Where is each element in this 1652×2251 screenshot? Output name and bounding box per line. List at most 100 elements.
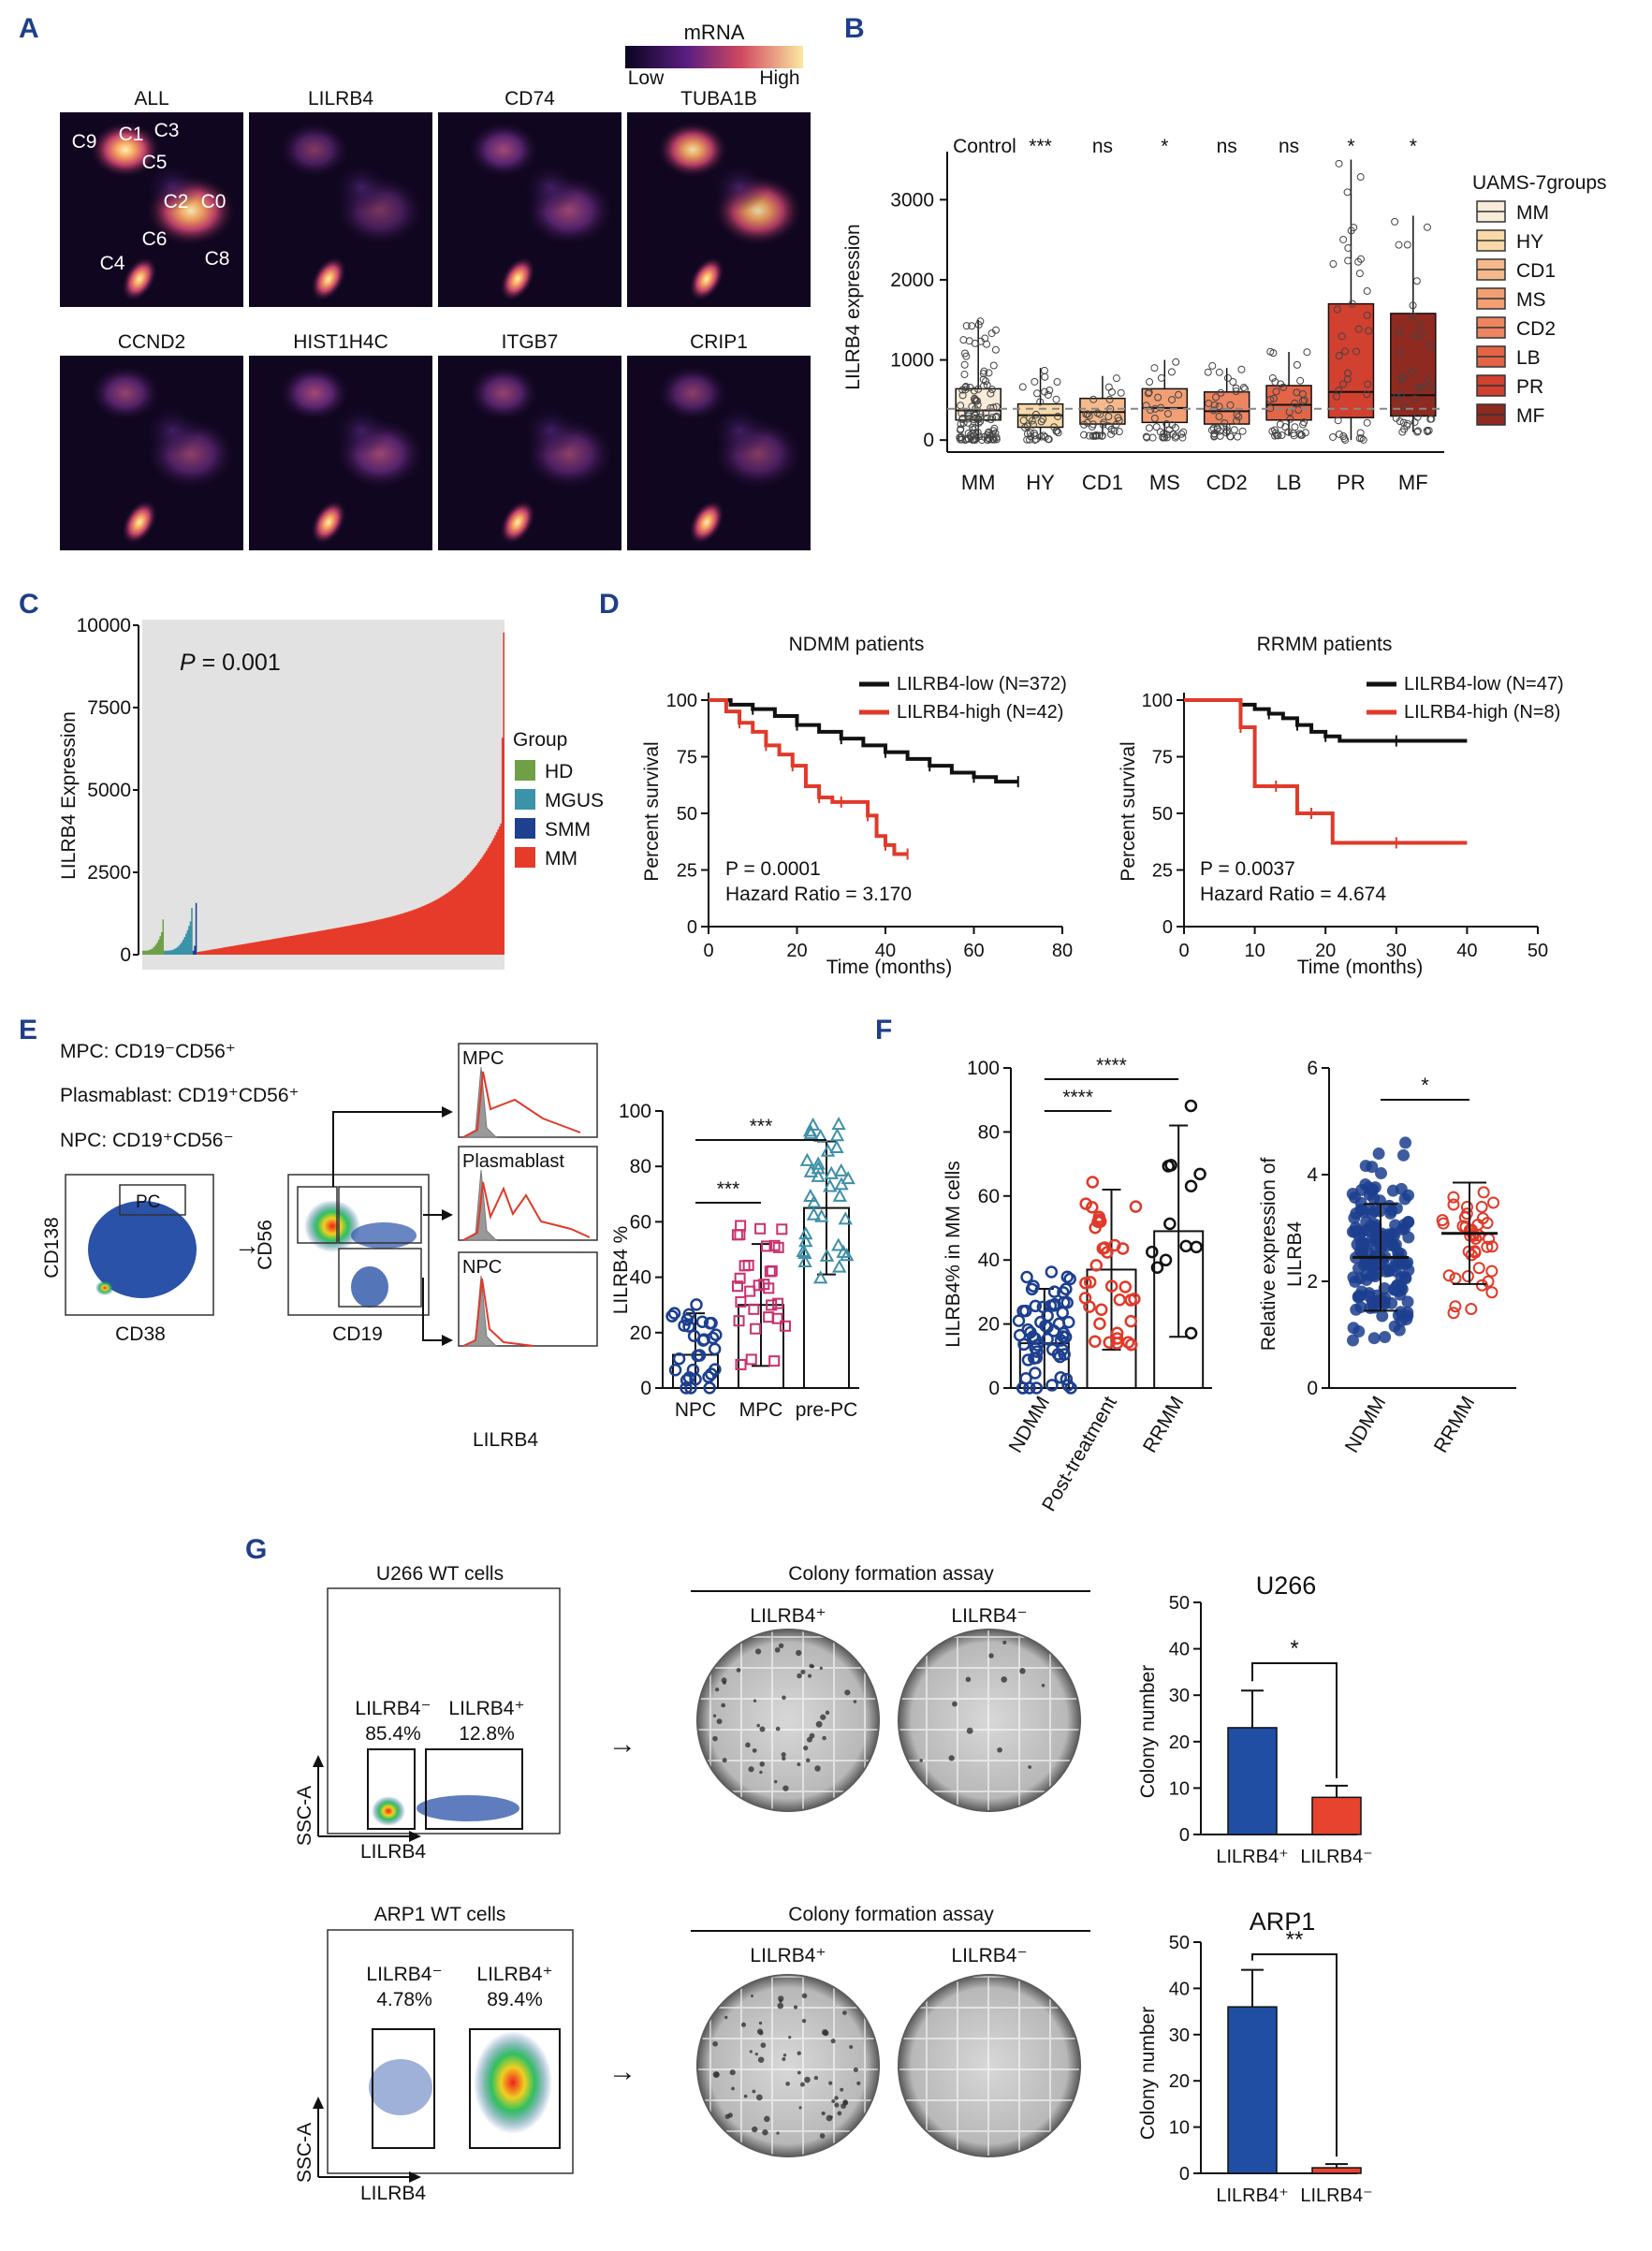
b-point — [988, 414, 997, 422]
b-point — [957, 425, 965, 433]
b-point — [1089, 395, 1098, 403]
b-point — [1223, 427, 1232, 435]
g-top-bar-ylabel: Colony number — [1137, 1665, 1159, 1798]
g-top-well-neg-label: LILRB4⁻ — [951, 1605, 1027, 1627]
F-left-point — [1030, 1381, 1044, 1395]
g-top-well-pos-label: LILRB4⁺ — [750, 1605, 826, 1627]
e-hist-label-npc: NPC — [462, 1257, 502, 1278]
d-left-ylabel: Percent survival — [641, 741, 663, 881]
f-right-sig: * — [1421, 1074, 1429, 1097]
f-right-point — [1359, 1160, 1372, 1173]
b-point — [1233, 417, 1241, 425]
E-bar-point — [807, 1194, 822, 1208]
E-bar-point — [779, 1320, 791, 1332]
f-right-point — [1447, 1198, 1460, 1211]
f-right-point — [1481, 1240, 1494, 1253]
b-point — [1033, 389, 1042, 398]
F-left-point — [1092, 1210, 1106, 1224]
F-left-ytick-label: 100 — [967, 1058, 1000, 1079]
E-bar-point — [690, 1298, 703, 1311]
b-legend-label-cd2: CD2 — [1516, 318, 1556, 340]
c-legend-swatch — [515, 789, 535, 810]
e-sig-2: *** — [717, 1178, 740, 1200]
b-point — [1425, 342, 1434, 350]
e-flow2-plasmablast-cloud — [351, 1222, 417, 1249]
tile-title-hist1h4c: HIST1H4C — [293, 331, 388, 353]
b-point — [968, 322, 976, 330]
c-ytick-label: 2500 — [87, 862, 131, 884]
g-colony-dot — [716, 1718, 723, 1725]
tile-title-ccnd2: CCND2 — [118, 331, 185, 353]
b-point — [960, 371, 969, 379]
b-point — [961, 435, 970, 444]
g-top-assay-title: Colony formation assay — [788, 1563, 994, 1585]
E-bar-point — [733, 1315, 745, 1327]
E-bar-point — [735, 1220, 747, 1232]
b-point — [991, 413, 1000, 421]
d-xtick-label: 10 — [1244, 941, 1265, 961]
g-top-bar-title: U266 — [1256, 1571, 1317, 1600]
E-bar-point — [829, 1139, 844, 1154]
b-point — [974, 321, 983, 329]
g-colony-dot — [801, 2018, 807, 2024]
g-colony-dot — [853, 1700, 857, 1703]
cloud-bottom — [311, 256, 346, 301]
b-box-pr — [1327, 302, 1375, 418]
d-curve-low — [709, 698, 1018, 784]
b-point — [1226, 401, 1235, 409]
g-colony-dot — [837, 2111, 842, 2116]
g-colony-dot — [819, 2133, 826, 2139]
b-legend-label-hy: HY — [1516, 231, 1543, 253]
f-right-point — [1376, 1309, 1389, 1323]
e-arrow1: → — [234, 1231, 260, 1260]
b-point — [1031, 410, 1040, 418]
g-top-gate-neg — [367, 1748, 416, 1830]
F-left-point — [1095, 1303, 1108, 1316]
cluster-label-c4: C4 — [100, 253, 125, 274]
b-point — [1085, 412, 1093, 420]
F-left-point — [1054, 1334, 1068, 1347]
d-right-legend-high: LILRB4-high (N=8) — [1404, 702, 1560, 723]
b-point — [957, 420, 965, 429]
b-point — [1052, 395, 1060, 403]
b-point — [1356, 173, 1365, 182]
b-point — [1145, 424, 1153, 432]
cloud-mid — [711, 163, 768, 212]
e-x2: CD19 — [332, 1323, 383, 1345]
g-colony-dot — [764, 2115, 770, 2123]
b-legend-label-cd1: CD1 — [1516, 260, 1556, 282]
g-colony-dot — [856, 2081, 861, 2085]
E-bar-point — [834, 1177, 849, 1191]
g-colony-dot — [814, 1765, 821, 1772]
b-point — [1344, 243, 1352, 252]
b-point — [1286, 415, 1294, 423]
E-bar-point — [682, 1308, 695, 1322]
g-colony-dot — [754, 1648, 762, 1655]
g-colony-dot — [722, 1758, 727, 1763]
E-bar-point — [672, 1352, 686, 1366]
g-top-xlabel: LILRB4 — [360, 1841, 426, 1863]
g-colony-dot — [759, 1761, 766, 1767]
E-bar-point — [744, 1285, 756, 1297]
E-bar-point — [823, 1178, 838, 1192]
b-point — [1339, 235, 1348, 243]
e-arrow-npc — [422, 1278, 444, 1341]
g-top-flow-hot — [372, 1796, 405, 1826]
d-left-p: P = 0.0001 — [725, 858, 821, 880]
g-top-neg-pct: 85.4% — [365, 1723, 421, 1745]
b-point — [992, 412, 1001, 420]
E-bar-point — [668, 1363, 682, 1377]
g-bottom-well-neg — [898, 1974, 1081, 2157]
E-bar-point — [813, 1270, 828, 1284]
cloud-upper — [90, 122, 161, 178]
F-left-point — [1036, 1300, 1050, 1314]
g-colony-dot — [759, 1726, 766, 1732]
g-colony-dot — [808, 1674, 812, 1678]
F-left-point — [1089, 1259, 1104, 1272]
f-sig-2: **** — [1062, 1087, 1093, 1108]
F-left-point — [1021, 1353, 1035, 1367]
b-point — [1207, 426, 1216, 434]
F-left-xtick-label: NDMM — [1005, 1393, 1055, 1456]
b-point — [1147, 406, 1155, 415]
